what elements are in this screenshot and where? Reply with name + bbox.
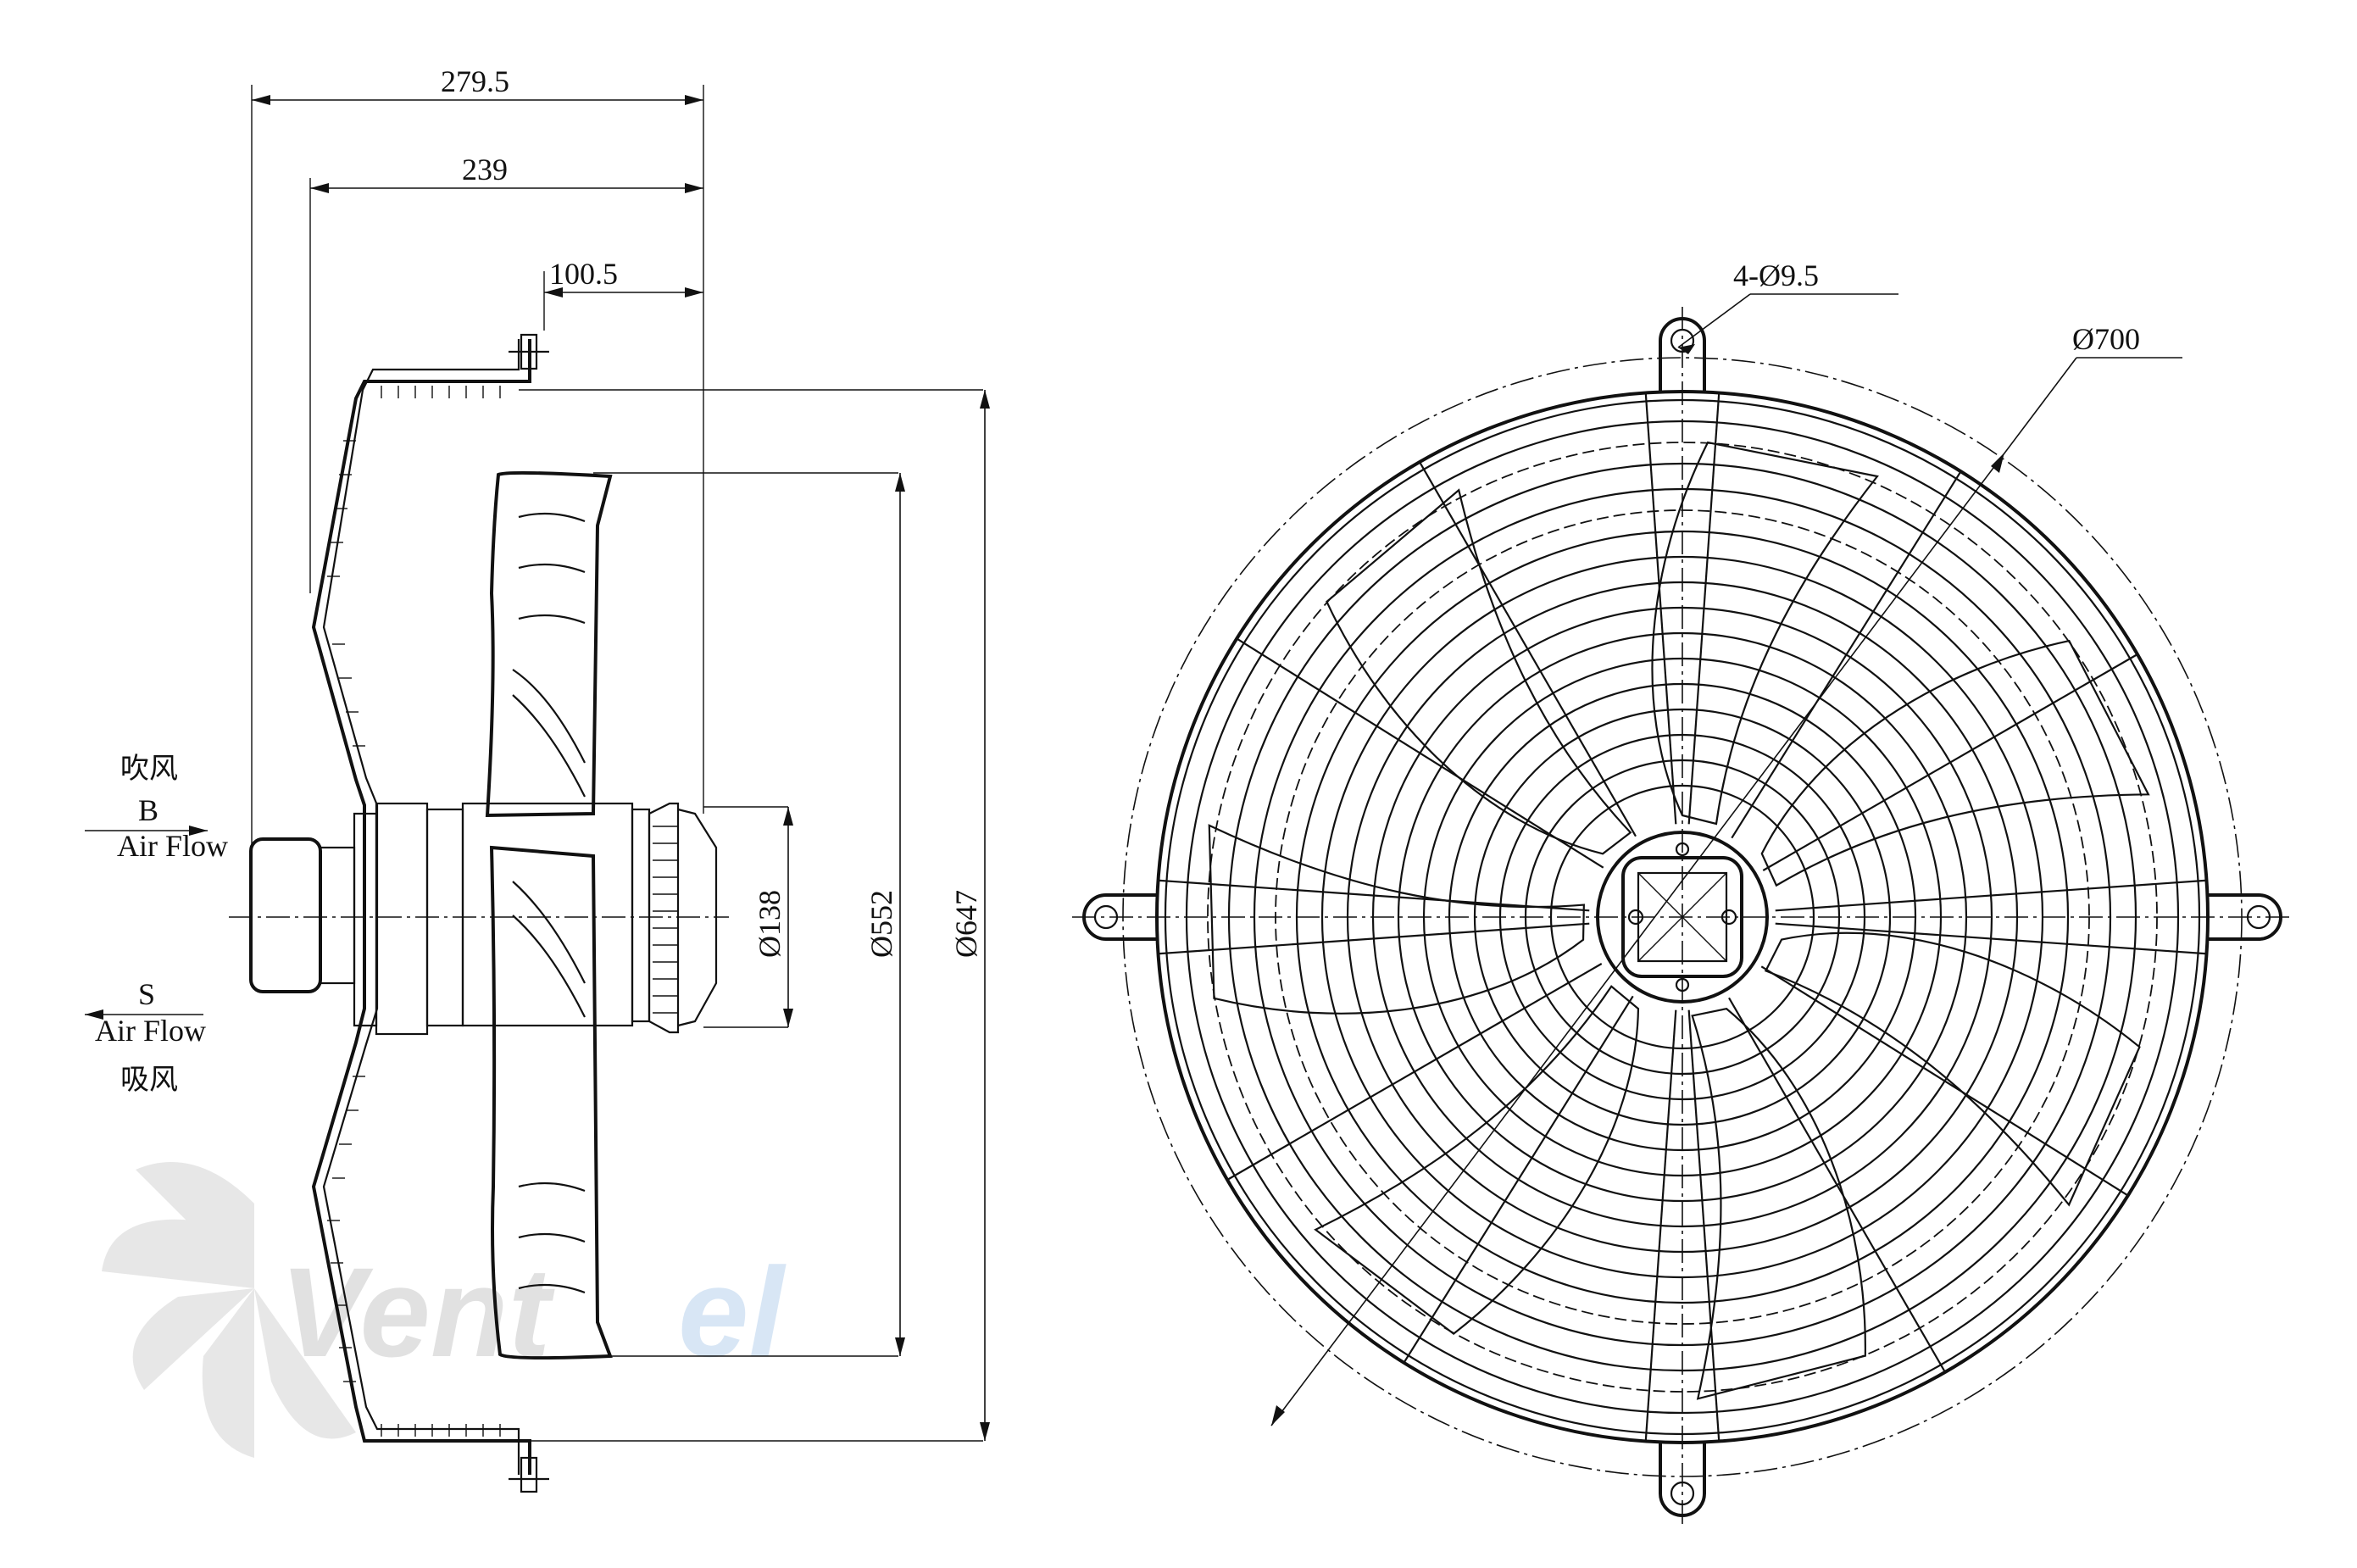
airflow-blow: 吹风 B Air Flow (85, 752, 228, 863)
guard-spokes (1158, 392, 2207, 1442)
airflow-suction-cn: 吸风 (120, 1063, 178, 1097)
watermark-text-el: el (678, 1241, 787, 1383)
impeller-side-profile (485, 470, 613, 1360)
dim-mounting-holes: 4-Ø9.5 (1677, 259, 1898, 354)
motor-assembly (229, 802, 729, 1036)
watermark-fan-logo (102, 1162, 356, 1458)
dim-label-279-5: 279.5 (441, 64, 509, 98)
airflow-blow-letter: B (138, 793, 158, 827)
side-view: 279.5 239 100.5 (85, 64, 990, 1493)
dim-100-5: 100.5 (544, 257, 703, 297)
airflow-suction: S Air Flow 吸风 (85, 977, 206, 1097)
airflow-suction-letter: S (138, 977, 155, 1011)
dim-diameter-138: Ø138 (753, 807, 793, 1027)
dim-diameter-552: Ø552 (864, 473, 905, 1356)
dim-label-100-5: 100.5 (549, 257, 618, 291)
watermark-text-vent: Vent (280, 1241, 556, 1383)
airflow-blow-cn: 吹风 (120, 752, 178, 786)
dim-diameter-700: Ø700 (1270, 322, 2182, 1426)
airflow-suction-en: Air Flow (95, 1014, 206, 1048)
front-view: Ø700 4-Ø9.5 (1072, 259, 2293, 1527)
ventel-watermark: Vent el (102, 1162, 787, 1458)
dim-label-d700: Ø700 (2072, 322, 2140, 356)
dim-label-4-d9-5: 4-Ø9.5 (1733, 259, 1819, 292)
dim-label-d138: Ø138 (753, 890, 787, 958)
dim-label-239: 239 (462, 153, 508, 186)
dim-label-d552: Ø552 (864, 890, 898, 958)
dim-239: 239 (310, 153, 703, 193)
dim-label-d647: Ø647 (949, 890, 983, 958)
impeller-blades (1208, 441, 2150, 1400)
airflow-blow-en: Air Flow (117, 829, 228, 863)
dim-279-5: 279.5 (252, 64, 703, 105)
dim-diameter-647: Ø647 (949, 390, 990, 1441)
